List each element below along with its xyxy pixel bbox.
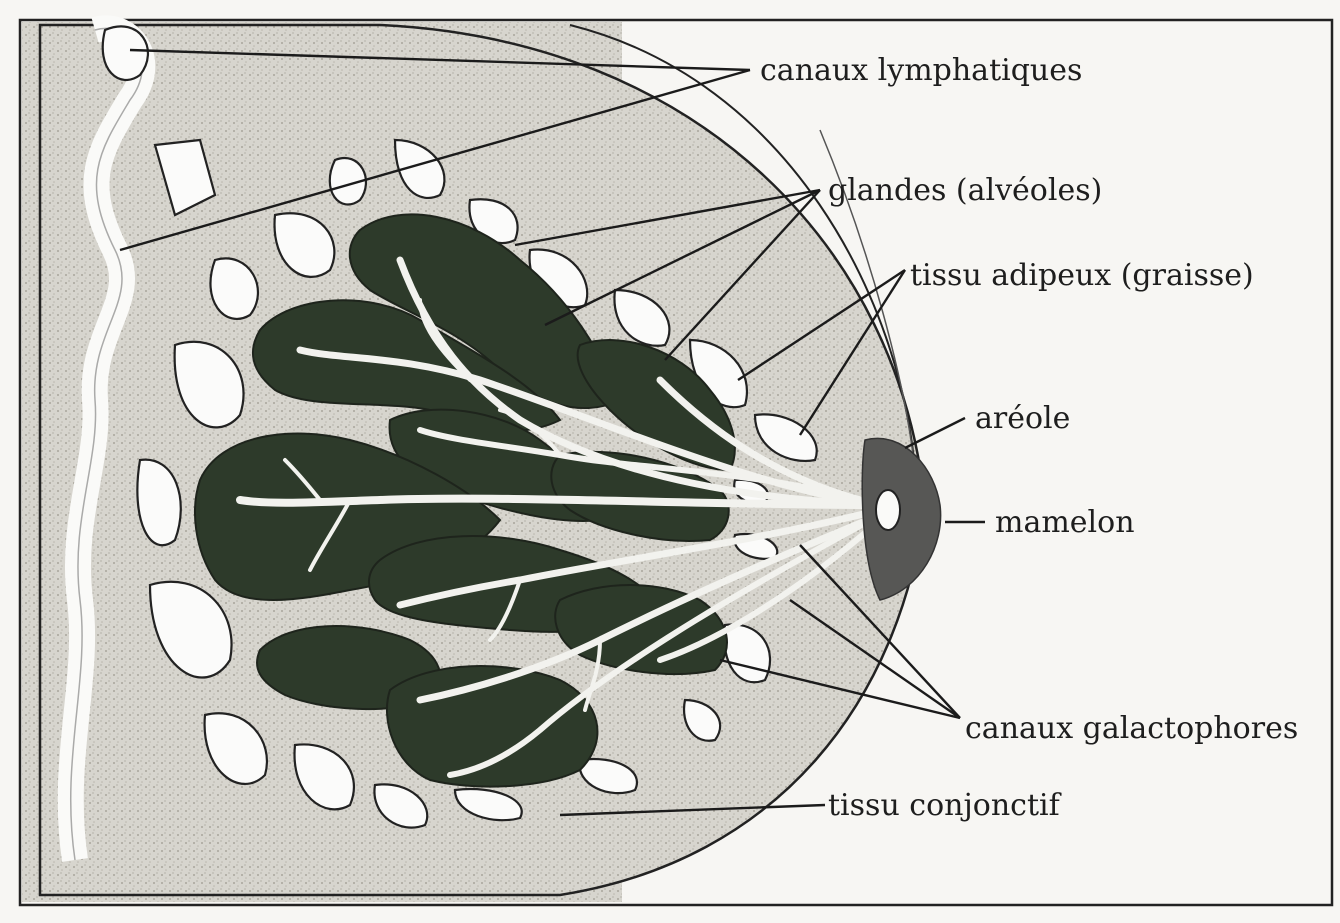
label-lymphatic-channels: canaux lymphatiques [760, 53, 1082, 88]
label-connective-tissue: tissu conjonctif [828, 788, 1062, 823]
label-milk-ducts: canaux galactophores [965, 711, 1298, 746]
label-nipple: mamelon [995, 505, 1135, 540]
label-areola: aréole [975, 401, 1070, 436]
label-adipose-tissue: tissu adipeux (graisse) [910, 258, 1254, 293]
areola-shape [862, 438, 940, 600]
nipple-shape [876, 490, 900, 530]
label-glands: glandes (alvéoles) [828, 173, 1102, 208]
